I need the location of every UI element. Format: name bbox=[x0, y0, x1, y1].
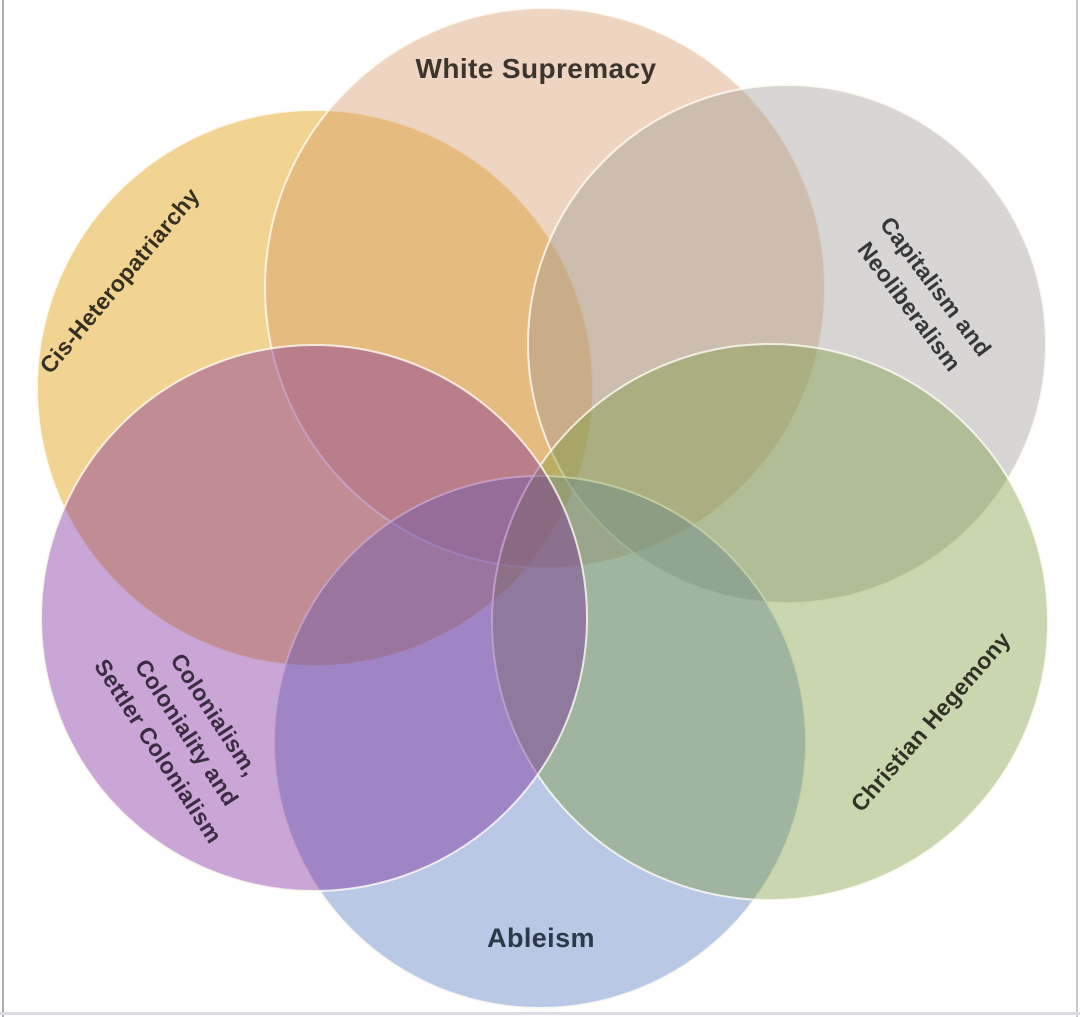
circle-cis_heteropatriarchy bbox=[36, 109, 594, 667]
circle-christian_hegemony bbox=[491, 343, 1049, 901]
page-border-right bbox=[1076, 0, 1078, 1017]
page-border-bottom bbox=[0, 1012, 1080, 1015]
circle-colonialism bbox=[40, 344, 588, 892]
circle-white_supremacy bbox=[264, 7, 826, 569]
page-border-left bbox=[2, 0, 4, 1017]
